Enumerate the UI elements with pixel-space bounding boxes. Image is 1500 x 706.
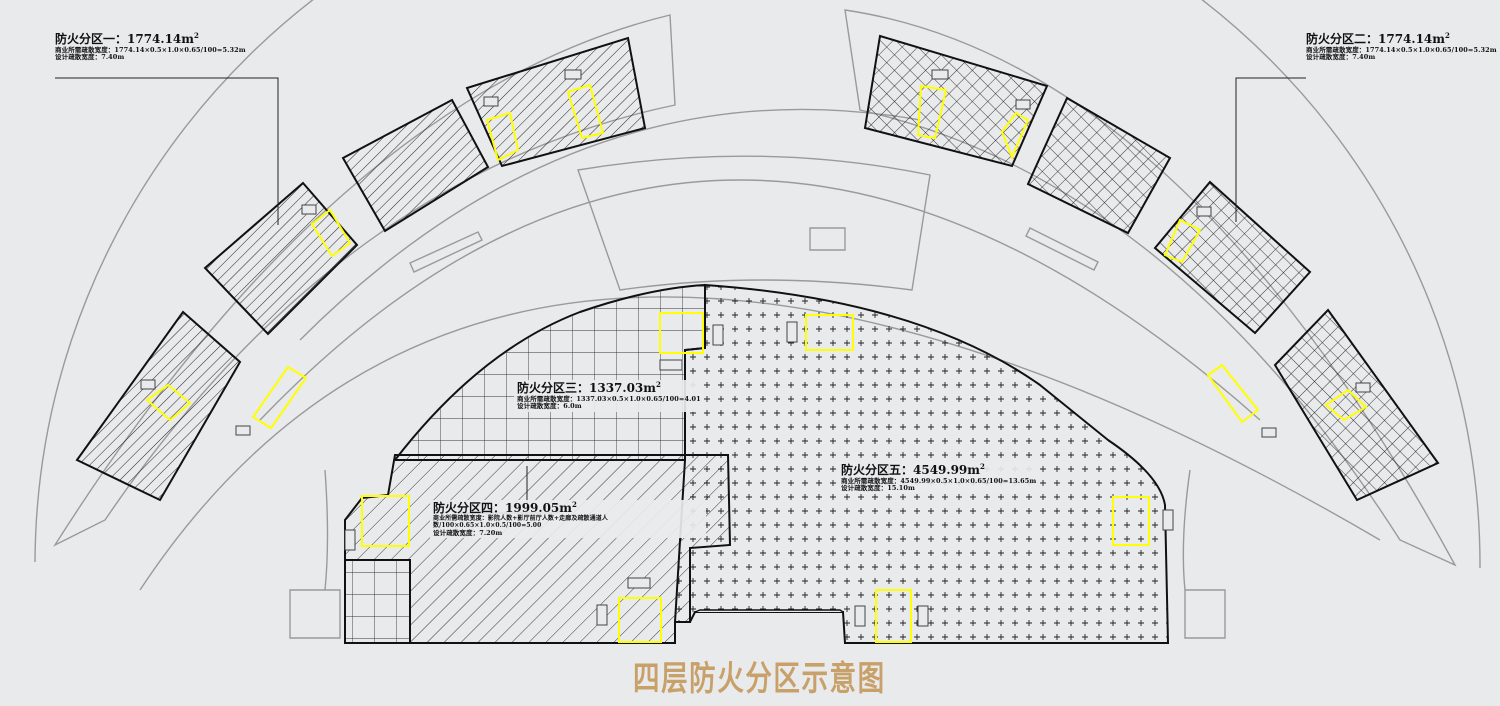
zone1-design-width: 设计疏散宽度：7.40m <box>55 53 125 62</box>
zone2-title: 防火分区二：1774.14m2 <box>1306 31 1450 46</box>
zone2-label: 防火分区二：1774.14m2 商业所需疏散宽度：1774.14×0.5×1.0… <box>1306 31 1497 62</box>
zone1-required-width: 商业所需疏散宽度：1774.14×0.5×1.0×0.65/100=5.32m <box>55 45 246 54</box>
zone4-label: 防火分区四：1999.05m2 商业所需疏散宽度：影院人数+影厅前厅人数+走廊及… <box>430 500 706 539</box>
stair-markers <box>145 83 1368 643</box>
zone3-label: 防火分区三：1337.03m2 商业所需疏散宽度：1337.03×0.5×1.0… <box>514 380 704 412</box>
zone2-block-d <box>1273 308 1440 502</box>
zone2-design-width: 设计疏散宽度：7.40m <box>1306 53 1376 62</box>
zone1-title: 防火分区一：1774.14m2 <box>55 31 199 46</box>
zone2-required-width: 商业所需疏散宽度：1774.14×0.5×1.0×0.65/100=5.32m <box>1306 45 1497 54</box>
zone1-blocks <box>75 36 647 502</box>
zone3-area <box>392 283 706 461</box>
zone3-required-width: 商业所需疏散宽度：1337.03×0.5×1.0×0.65/100=4.01 <box>517 394 701 403</box>
zone1-block-a <box>75 310 242 502</box>
zone5-title: 防火分区五：4549.99m2 <box>841 462 985 477</box>
zone2-block-a <box>863 34 1049 168</box>
stair-core-grid <box>344 559 411 644</box>
zone5-label: 防火分区五：4549.99m2 商业所需疏散宽度：4549.99×0.5×1.0… <box>838 462 1040 494</box>
zone1-label: 防火分区一：1774.14m2 商业所需疏散宽度：1774.14×0.5×1.0… <box>55 31 246 62</box>
zone2-blocks <box>863 34 1440 502</box>
zone5-design-width: 设计疏散宽度：15.10m <box>841 484 916 493</box>
zone4-design-width: 设计疏散宽度：7.20m <box>433 528 503 537</box>
zone1-block-c <box>341 98 490 233</box>
zone5-required-width: 商业所需疏散宽度：4549.99×0.5×1.0×0.65/100=13.65m <box>841 476 1037 485</box>
diagram-title: 四层防火分区示意图 <box>633 659 886 699</box>
zone3-design-width: 设计疏散宽度：6.0m <box>517 402 582 411</box>
zone5-entry-notch <box>694 609 844 613</box>
lower-zones <box>344 283 1170 644</box>
zone2-block-c <box>1153 180 1312 335</box>
zone2-block-b <box>1026 96 1172 235</box>
zone3-title: 防火分区三：1337.03m2 <box>517 380 661 395</box>
zone4-title: 防火分区四：1999.05m2 <box>433 500 577 515</box>
exit-signs <box>140 69 1371 627</box>
zone1-block-b <box>203 181 359 336</box>
zone4-required-width: 商业所需疏散宽度：影院人数+影厅前厅人数+走廊及疏散通道人数/100×0.65×… <box>433 514 608 529</box>
